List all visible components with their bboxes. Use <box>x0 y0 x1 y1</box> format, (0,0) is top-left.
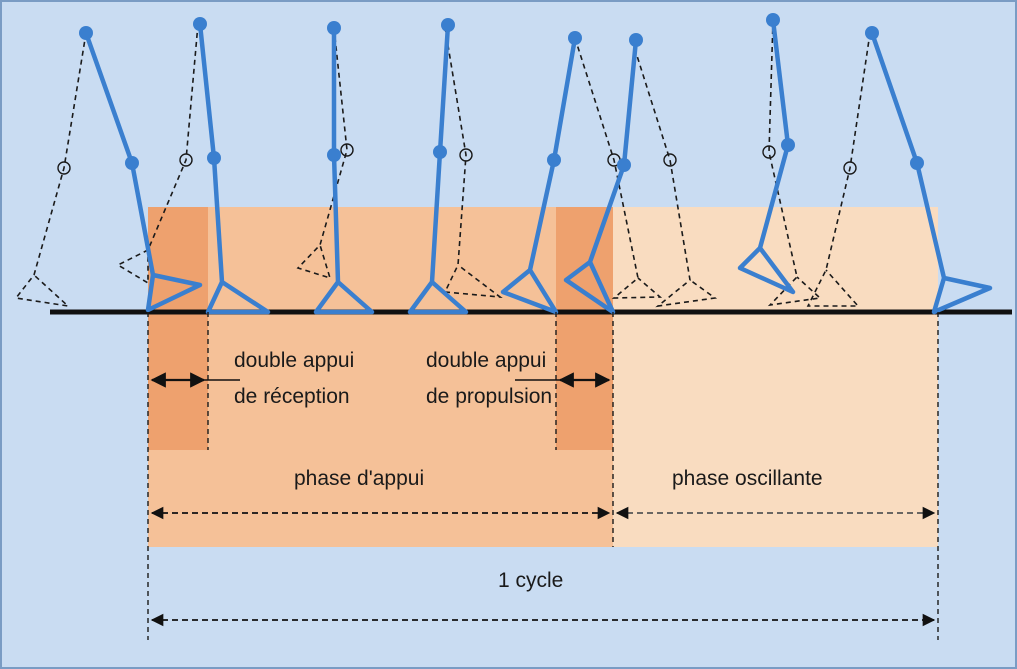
dashed-leg-knees <box>57 143 857 175</box>
swing-phase-zone <box>613 207 938 547</box>
solid-leg-1 <box>83 30 203 313</box>
dashed-leg-6 <box>631 39 718 308</box>
solid-leg-3 <box>313 25 375 315</box>
dashed-leg-7 <box>767 19 822 307</box>
solid-leg-5 <box>500 35 578 315</box>
solid-leg-2 <box>197 21 271 315</box>
swing-phase-label: phase oscillante <box>672 467 823 490</box>
phase-guides <box>147 312 939 640</box>
cycle-label: 1 cycle <box>498 569 563 592</box>
dashed-leg-3 <box>296 27 348 280</box>
solid-leg-7 <box>737 17 796 295</box>
dashed-leg-1 <box>14 32 87 308</box>
propulsion-label-line2: de propulsion <box>426 385 552 408</box>
propulsion-double-support-zone <box>556 207 613 450</box>
propulsion-label-line1: double appui <box>426 349 546 372</box>
solid-leg-8 <box>869 30 993 315</box>
dashed-leg-8 <box>806 32 871 307</box>
dashed-leg-2 <box>116 23 199 285</box>
stance-phase-label: phase d'appui <box>294 467 424 490</box>
contralateral-legs <box>14 19 871 308</box>
reception-label-line1: double appui <box>234 349 354 372</box>
reception-double-support-zone <box>148 207 208 450</box>
solid-leg-6 <box>563 37 639 315</box>
stance-phase-zone <box>148 207 613 547</box>
solid-leg-joints <box>79 13 924 172</box>
reception-label-line2: de réception <box>234 385 350 408</box>
reference-legs <box>83 17 993 315</box>
dashed-leg-5 <box>574 37 663 299</box>
solid-leg-4 <box>407 22 469 315</box>
dashed-leg-4 <box>443 26 503 299</box>
